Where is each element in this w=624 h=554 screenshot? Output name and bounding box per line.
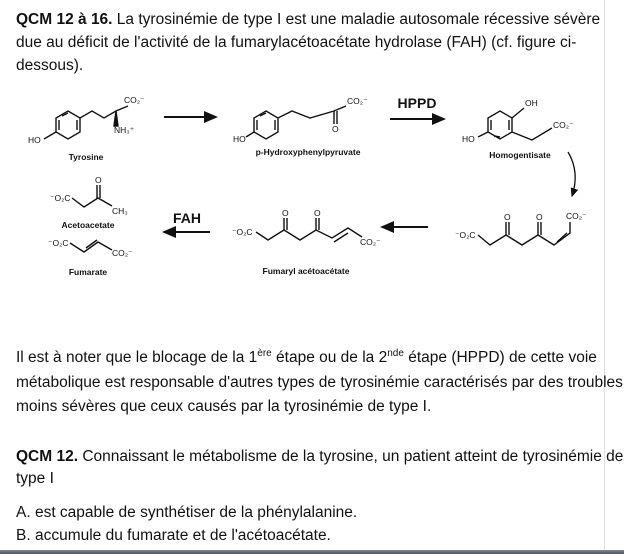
intro-line-2: due au déficit de l'activité de la fumar… [16, 34, 577, 51]
hpp-ho: HO [233, 134, 246, 144]
question-line-1: QCM 12. Connaissant le métabolisme de la… [16, 446, 623, 468]
tyrosine-pathway-diagram: CO₂⁻ NH₃⁺ HO Tyrosine CO₂⁻ O HO p-Hydrox… [28, 95, 587, 277]
fumaryl-label: Fumaryl acétoacétate [263, 266, 350, 276]
option-a: A. est capable de synthétiser de la phén… [16, 504, 358, 521]
page-cutoff-edge [0, 550, 624, 554]
acetoacetate-o2c: ⁻O₂C [50, 193, 71, 203]
enzyme-hppd: HPPD [398, 95, 437, 111]
tyrosine-nh3: NH₃⁺ [114, 125, 135, 135]
note-text-b: étape ou de la 2 [271, 349, 388, 366]
intro-text: La tyrosinémie de type I est une maladie… [112, 11, 601, 28]
note-line-2: métabolique est responsable d'autres typ… [16, 374, 623, 391]
note-sup-2: nde [387, 347, 404, 359]
note-line-1: Il est à noter que le blocage de la 1ère… [16, 347, 597, 369]
note-sup-1: ère [257, 347, 272, 359]
question-text: Connaissant le métabolisme de la tyrosin… [78, 448, 624, 465]
hpp-o: O [332, 124, 339, 134]
maleyl-o1: O [504, 212, 511, 222]
maleyl-o2c: ⁻O₂C [455, 230, 476, 240]
page-border [604, 0, 605, 554]
hpp-structure [245, 105, 347, 140]
enzyme-fah: FAH [173, 210, 201, 226]
acetoacetate-label: Acetoacetate [62, 220, 115, 230]
homogentisate-oh: OH [525, 98, 538, 108]
acetoacetate-ch3: CH₃ [112, 206, 128, 216]
question-line-2: type I [16, 470, 54, 487]
homogentisate-co2: CO₂⁻ [553, 120, 574, 130]
homogentisate-structure [477, 107, 553, 141]
homogentisate-label: Homogentisate [489, 150, 551, 160]
maleylacetoacetate-structure [477, 222, 571, 246]
tyrosine-ho: HO [28, 135, 41, 145]
question-heading: QCM 12. [16, 448, 79, 465]
fumaryl-o2c: ⁻O₂C [232, 227, 253, 237]
homogentisate-ho: HO [462, 134, 475, 144]
tyrosine-co2: CO₂⁻ [124, 95, 145, 105]
option-b: B. accumule du fumarate et de l'acétoacé… [16, 527, 331, 544]
tyrosine-structure [43, 105, 129, 140]
intro-line-1: QCM 12 à 16. La tyrosinémie de type I es… [16, 9, 600, 31]
fumarate-co2: CO₂⁻ [112, 248, 133, 258]
fumarate-o2c: ⁻O₂C [48, 238, 69, 248]
maleyl-co2: CO₂⁻ [566, 211, 587, 221]
fumaryl-o1: O [282, 208, 289, 218]
fumarylacetoacetate-structure [255, 218, 363, 243]
fumarate-label: Fumarate [69, 267, 108, 277]
acetoacetate-structure [71, 185, 113, 208]
note-line-3: moins sévères que ceux causés par la tyr… [16, 398, 432, 415]
note-text-c: étape (HPPD) de cette voie [403, 349, 597, 366]
maleyl-o2: O [536, 212, 543, 222]
note-text-a: Il est à noter que le blocage de la 1 [16, 349, 258, 366]
intro-heading: QCM 12 à 16. [16, 11, 113, 28]
hpp-label: p-Hydroxyphenylpyruvate [256, 147, 361, 157]
hpp-co2: CO₂⁻ [347, 96, 368, 106]
acetoacetate-o: O [95, 175, 102, 185]
intro-line-3: dessous). [16, 57, 84, 74]
fumaryl-o2: O [314, 208, 321, 218]
arrow-curved [567, 151, 579, 198]
fumaryl-co2: CO₂⁻ [360, 237, 381, 247]
fumarate-structure [69, 239, 113, 253]
tyrosine-label: Tyrosine [69, 152, 104, 162]
